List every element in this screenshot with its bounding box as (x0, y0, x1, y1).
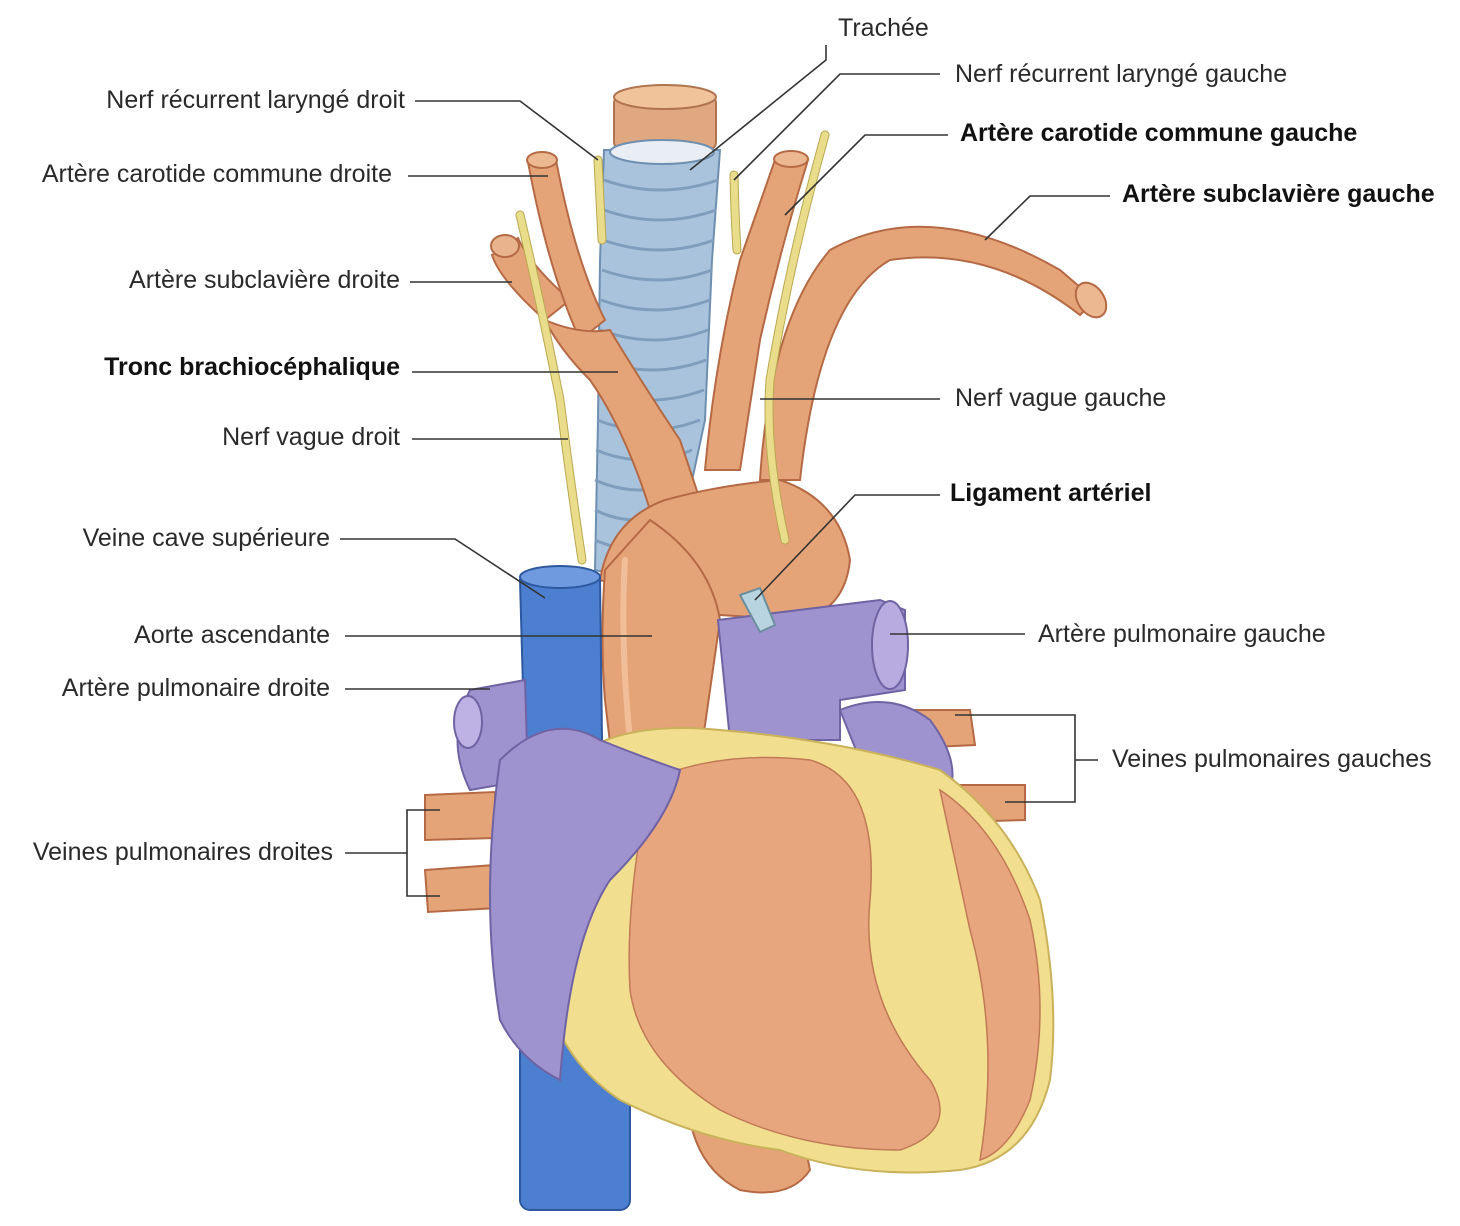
label-ligament: Ligament artériel (950, 479, 1151, 507)
leader-recurrent-right (415, 101, 598, 160)
leader-subclavian-left (985, 196, 1110, 240)
label-carotid-left: Artère carotide commune gauche (960, 119, 1357, 147)
label-subclavian-right: Artère subclavière droite (129, 266, 400, 294)
label-pulm-veins-right: Veines pulmonaires droites (33, 838, 333, 866)
label-recurrent-left: Nerf récurrent laryngé gauche (955, 60, 1287, 88)
label-trachea: Trachée (838, 14, 929, 42)
label-vagus-left: Nerf vague gauche (955, 384, 1166, 412)
label-pulm-art-right: Artère pulmonaire droite (62, 674, 330, 702)
label-vagus-right: Nerf vague droit (222, 423, 400, 451)
right-pulmonary-vein-upper (425, 792, 495, 840)
right-recurrent-laryngeal-nerve (598, 160, 602, 240)
label-brachiocephalic: Tronc brachiocéphalique (104, 353, 400, 381)
left-subclavian-artery (760, 227, 1095, 480)
label-svc: Veine cave supérieure (83, 524, 330, 552)
label-subclavian-left: Artère subclavière gauche (1122, 180, 1435, 208)
label-recurrent-right: Nerf récurrent laryngé droit (106, 86, 405, 114)
leader-svc (340, 539, 545, 598)
left-recurrent-laryngeal-nerve (734, 175, 737, 250)
label-pulm-veins-left: Veines pulmonaires gauches (1112, 745, 1432, 773)
heart-illustration (425, 85, 1113, 1210)
label-pulm-art-left: Artère pulmonaire gauche (1038, 620, 1326, 648)
label-aorta: Aorte ascendante (134, 621, 330, 649)
right-pulmonary-vein-lower (425, 865, 497, 912)
label-carotid-right: Artère carotide commune droite (42, 160, 392, 188)
